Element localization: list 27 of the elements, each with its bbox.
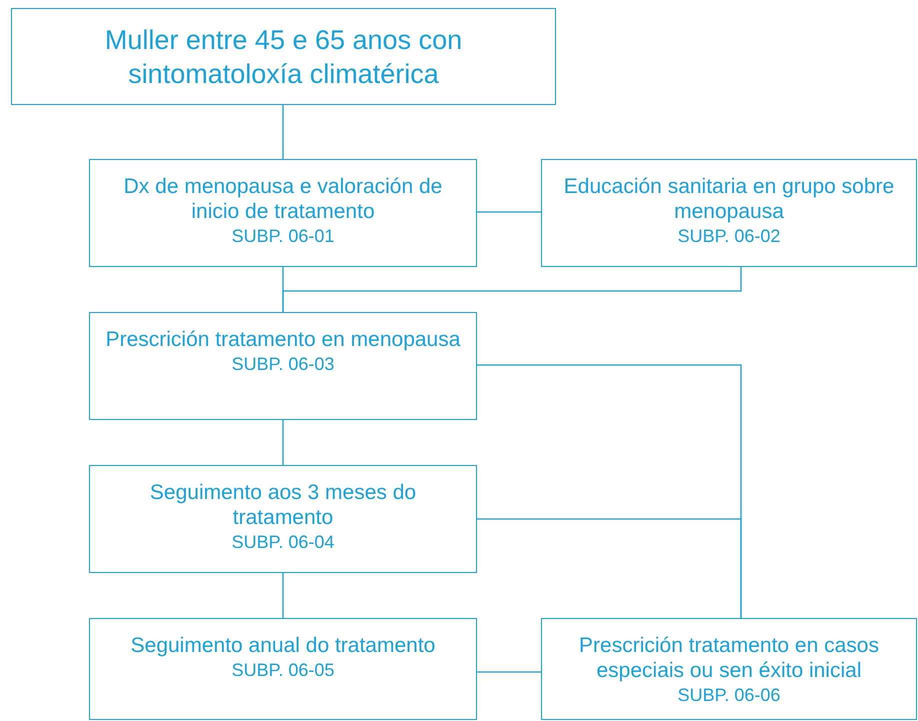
process-box xyxy=(89,312,477,420)
connector-line xyxy=(477,671,541,673)
process-title: Prescrición tratamento en menopausa xyxy=(106,327,460,352)
process-title: Seguimento aos 3 meses do tratamento xyxy=(148,480,418,530)
process-title: Seguimento anual do tratamento xyxy=(130,633,436,658)
process-title: Educación sanitaria en grupo sobre menopausa xyxy=(562,174,896,224)
process-box xyxy=(89,465,477,573)
process-box xyxy=(89,159,477,267)
process-box xyxy=(541,159,917,267)
connector-line xyxy=(282,267,742,312)
subprocess-code: SUBP. 06-03 xyxy=(232,353,334,376)
connector-line xyxy=(477,211,541,213)
process-title: Muller entre 45 e 65 anos con sintomatoloxía climatérica xyxy=(104,24,464,90)
subprocess-code: SUBP. 06-04 xyxy=(232,531,334,554)
subprocess-code: SUBP. 06-01 xyxy=(232,225,334,248)
connector-line xyxy=(282,105,284,159)
subprocess-code: SUBP. 06-05 xyxy=(232,659,334,682)
connector-line xyxy=(477,518,742,618)
connector-line xyxy=(282,420,284,465)
process-title: Prescrición tratamento en casos especiais ou sen éxito inicial xyxy=(578,633,880,683)
subprocess-code: SUBP. 06-02 xyxy=(678,225,780,248)
process-box xyxy=(11,8,556,105)
connector-line xyxy=(282,573,284,618)
process-box xyxy=(89,618,477,720)
subprocess-code: SUBP. 06-06 xyxy=(678,684,780,707)
process-title: Dx de menopausa e valoración de inicio de tratamento xyxy=(122,174,444,224)
process-box xyxy=(541,618,917,720)
